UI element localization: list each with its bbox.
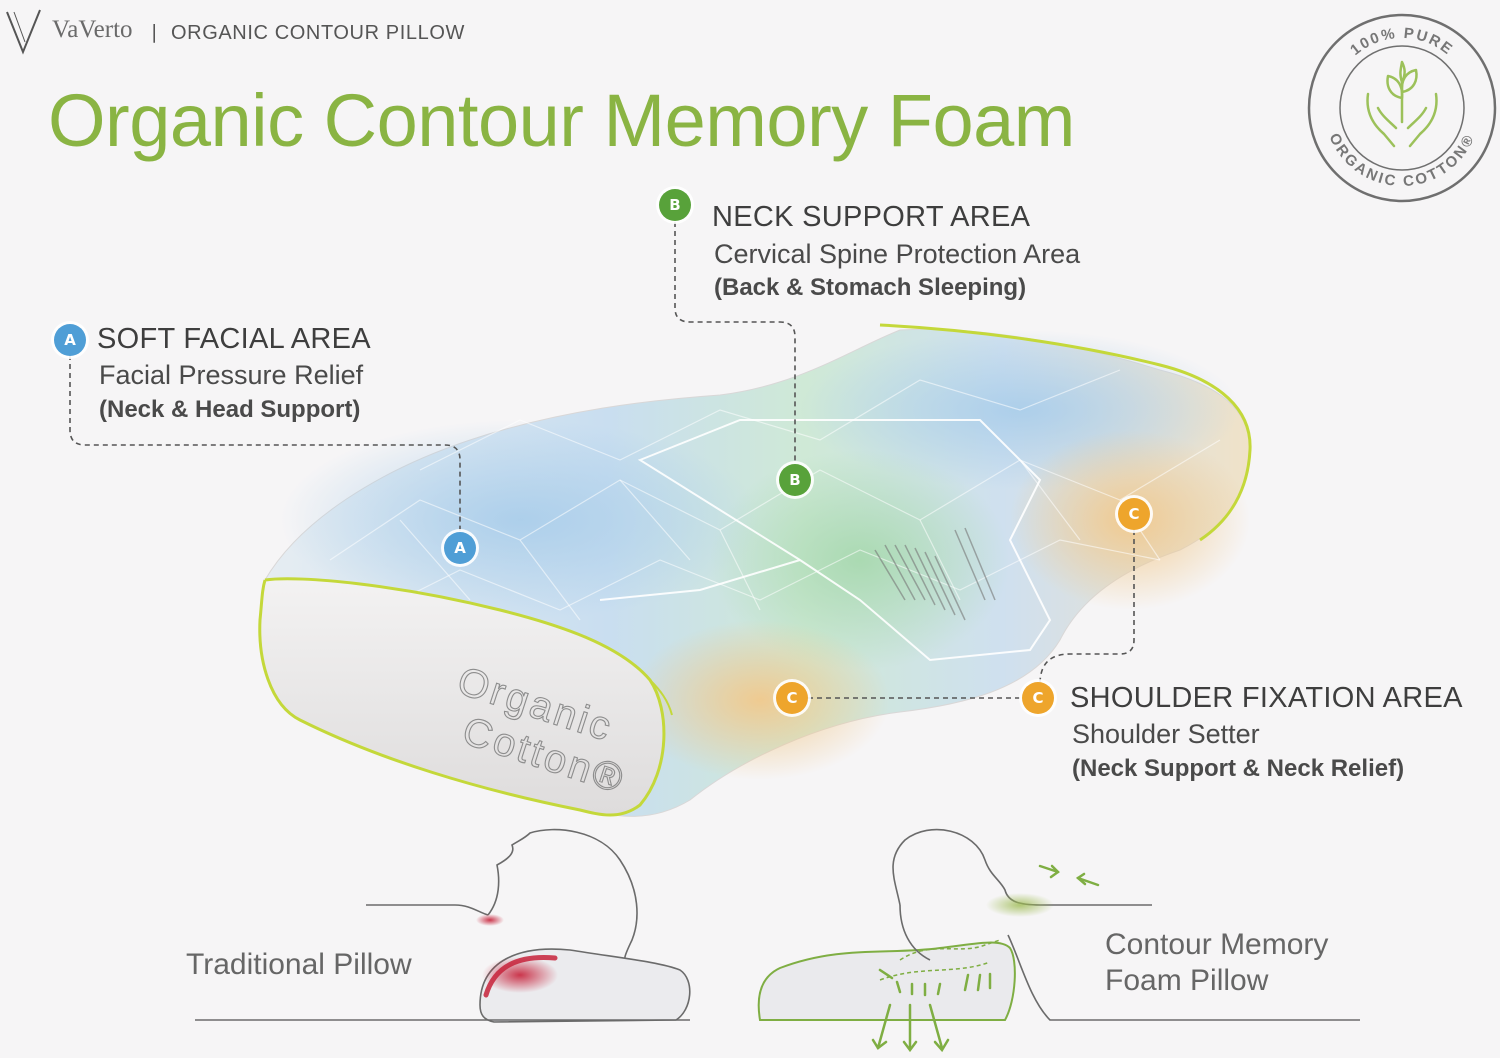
contour-pillow-label-line2: Foam Pillow [1105,964,1269,997]
contour-pillow-diagram [757,828,1360,1053]
zone-a-subtitle: Facial Pressure Relief [99,360,364,390]
page-title: Organic Contour Memory Foam [48,79,1075,162]
leader-line-a [69,355,461,533]
zone-c-title: SHOULDER FIXATION AREA [1070,682,1463,714]
zone-c-subtitle: Shoulder Setter [1072,719,1260,749]
product-name: ORGANIC CONTOUR PILLOW [171,22,465,44]
brand-separator: | [151,21,158,43]
pillow-side-panel [259,578,664,815]
traditional-pillow-label: Traditional Pillow [186,948,412,981]
zone-c-marker: C [1022,682,1054,714]
zone-c-pillow-marker-right: C [1118,498,1150,530]
zone-b-subtitle: Cervical Spine Protection Area [714,239,1081,269]
brand-name: VaVerto [52,16,133,43]
organic-cotton-seal: 100% PURE ORGANIC COTTON® [1307,13,1497,203]
leader-line-b [674,222,796,466]
pillow-piping [258,577,666,817]
contour-pillow-label-line1: Contour Memory [1105,928,1329,961]
zone-b-marker: B [659,189,691,221]
traditional-pillow-diagram [195,828,691,1023]
zone-a-title: SOFT FACIAL AREA [97,323,371,355]
hands-plant-icon [1366,60,1438,148]
zone-a-pillow-marker: A [444,532,476,564]
zone-b-title: NECK SUPPORT AREA [712,201,1031,233]
v-monogram-icon [6,9,41,55]
zone-c-note: (Neck Support & Neck Relief) [1072,755,1405,782]
zone-a-marker: A [54,324,86,356]
zone-c-pillow-marker-left: C [776,682,808,714]
zone-a-note: (Neck & Head Support) [99,396,361,423]
zone-b-note: (Back & Stomach Sleeping) [714,274,1027,301]
zone-b-pillow-marker: B [779,464,811,496]
